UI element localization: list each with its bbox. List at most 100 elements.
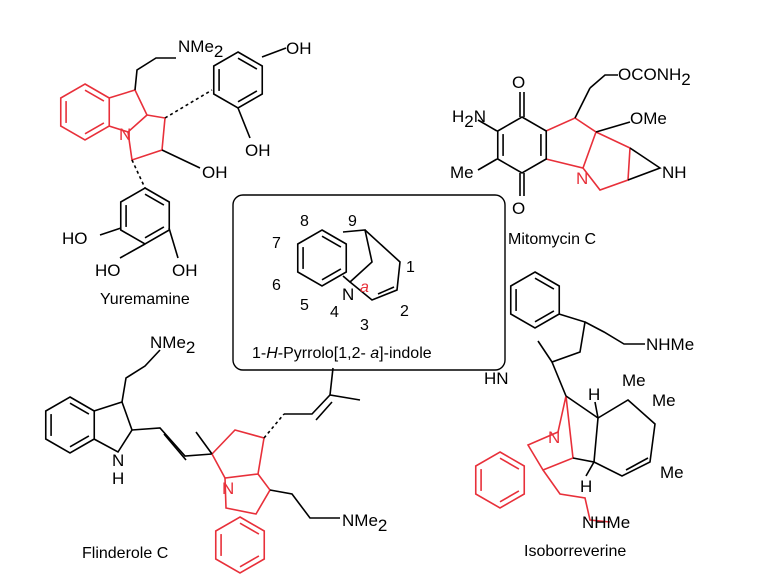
bond bbox=[526, 395, 574, 471]
locant-7: 7 bbox=[272, 235, 281, 252]
bond bbox=[329, 367, 334, 396]
ring bbox=[119, 187, 171, 245]
compound-name: Isoborreverine bbox=[524, 543, 626, 560]
bond bbox=[315, 401, 333, 421]
bond bbox=[537, 313, 586, 363]
bond bbox=[593, 399, 656, 477]
locant-5: 5 bbox=[300, 297, 309, 314]
bond bbox=[164, 89, 213, 119]
bond bbox=[131, 427, 213, 457]
bond bbox=[93, 401, 133, 454]
bond bbox=[237, 107, 251, 139]
double-bond bbox=[84, 122, 105, 135]
double-bond bbox=[144, 193, 165, 206]
n-label: N bbox=[119, 125, 131, 144]
bond bbox=[131, 159, 146, 189]
ho-label: HO bbox=[95, 261, 121, 280]
n-label: N bbox=[342, 285, 354, 304]
nhme-label: NHMe bbox=[646, 335, 694, 354]
bond bbox=[589, 74, 618, 89]
locant-6: 6 bbox=[272, 277, 281, 294]
yuremamine-structure: NMe2 N OH OH OH HO HO OH Yuremamine bbox=[59, 37, 312, 308]
bond bbox=[119, 243, 146, 259]
h-label: H bbox=[588, 385, 600, 404]
double-bond bbox=[144, 226, 165, 239]
bond bbox=[99, 227, 122, 236]
bond bbox=[161, 149, 201, 169]
o-label: O bbox=[512, 73, 525, 92]
double-bond bbox=[69, 402, 90, 415]
ring bbox=[474, 451, 526, 509]
compound-name: Yuremamine bbox=[100, 291, 190, 308]
locant-8: 8 bbox=[300, 213, 309, 230]
locant-1: 1 bbox=[406, 259, 415, 276]
double-bond bbox=[239, 522, 260, 535]
isoborreverine-structure: HN NHMe NHMe N H H Me Me Me Isoborreveri… bbox=[474, 271, 694, 560]
oh-label: OH bbox=[245, 141, 271, 160]
locant-9: 9 bbox=[348, 213, 357, 230]
double-bond bbox=[69, 435, 90, 448]
bond bbox=[565, 395, 599, 463]
bond bbox=[121, 349, 161, 403]
bond bbox=[477, 158, 498, 171]
compound-name: Mitomycin C bbox=[508, 231, 596, 248]
me-label: Me bbox=[450, 163, 474, 182]
double-bond bbox=[321, 235, 342, 248]
bond bbox=[269, 489, 340, 519]
me-label: Me bbox=[660, 463, 684, 482]
bond bbox=[627, 147, 662, 181]
bond bbox=[163, 433, 187, 461]
locant-2: 2 bbox=[400, 303, 409, 320]
bond bbox=[377, 286, 395, 295]
bond bbox=[134, 57, 176, 91]
ring bbox=[496, 116, 548, 174]
double-bond bbox=[534, 277, 555, 290]
ring bbox=[212, 51, 264, 109]
flinderole-structure: NMe2 N H N NMe2 Flinderole C bbox=[44, 333, 387, 574]
compound-name: Flinderole C bbox=[82, 545, 168, 562]
mitomycin-structure: O O H2N Me N OMe OCONH2 NH Mitomycin C bbox=[450, 65, 691, 248]
double-bond bbox=[84, 89, 105, 102]
me-label: Me bbox=[622, 371, 646, 390]
n-label: N bbox=[222, 479, 234, 498]
double-bond bbox=[499, 490, 520, 503]
ococonh2-label: OCONH2 bbox=[618, 65, 691, 89]
nh-label: NH bbox=[662, 163, 687, 182]
bond bbox=[263, 413, 285, 439]
oh-label: OH bbox=[172, 261, 198, 280]
me-label: Me bbox=[652, 391, 676, 410]
n-label: N bbox=[548, 428, 560, 447]
ring bbox=[509, 271, 561, 329]
bond bbox=[127, 114, 166, 162]
nh-h-label: H bbox=[112, 469, 124, 488]
bond bbox=[584, 321, 645, 345]
ring bbox=[59, 83, 111, 141]
bond bbox=[585, 461, 595, 477]
bond bbox=[625, 457, 649, 471]
bond bbox=[574, 87, 591, 119]
double-bond bbox=[534, 310, 555, 323]
box-border bbox=[232, 194, 506, 371]
nme2-label: NMe2 bbox=[178, 37, 223, 61]
bond bbox=[582, 131, 631, 191]
ring bbox=[296, 229, 348, 287]
bond bbox=[349, 229, 401, 301]
bond bbox=[211, 429, 265, 479]
bond bbox=[342, 229, 373, 284]
locant-3: 3 bbox=[360, 317, 369, 334]
bond bbox=[545, 117, 597, 169]
hn-label: HN bbox=[484, 369, 509, 388]
ome-label: OMe bbox=[630, 109, 667, 128]
bond bbox=[261, 47, 287, 58]
double-bond bbox=[499, 457, 520, 470]
bond bbox=[168, 227, 179, 259]
double-bond bbox=[321, 268, 342, 281]
h-label: H bbox=[580, 477, 592, 496]
nme2-label: NMe2 bbox=[150, 333, 195, 357]
bond-a-label: a bbox=[360, 279, 369, 296]
bond bbox=[542, 469, 611, 523]
o-label: O bbox=[512, 199, 525, 218]
double-bond bbox=[237, 90, 258, 103]
locant-4: 4 bbox=[330, 304, 339, 321]
